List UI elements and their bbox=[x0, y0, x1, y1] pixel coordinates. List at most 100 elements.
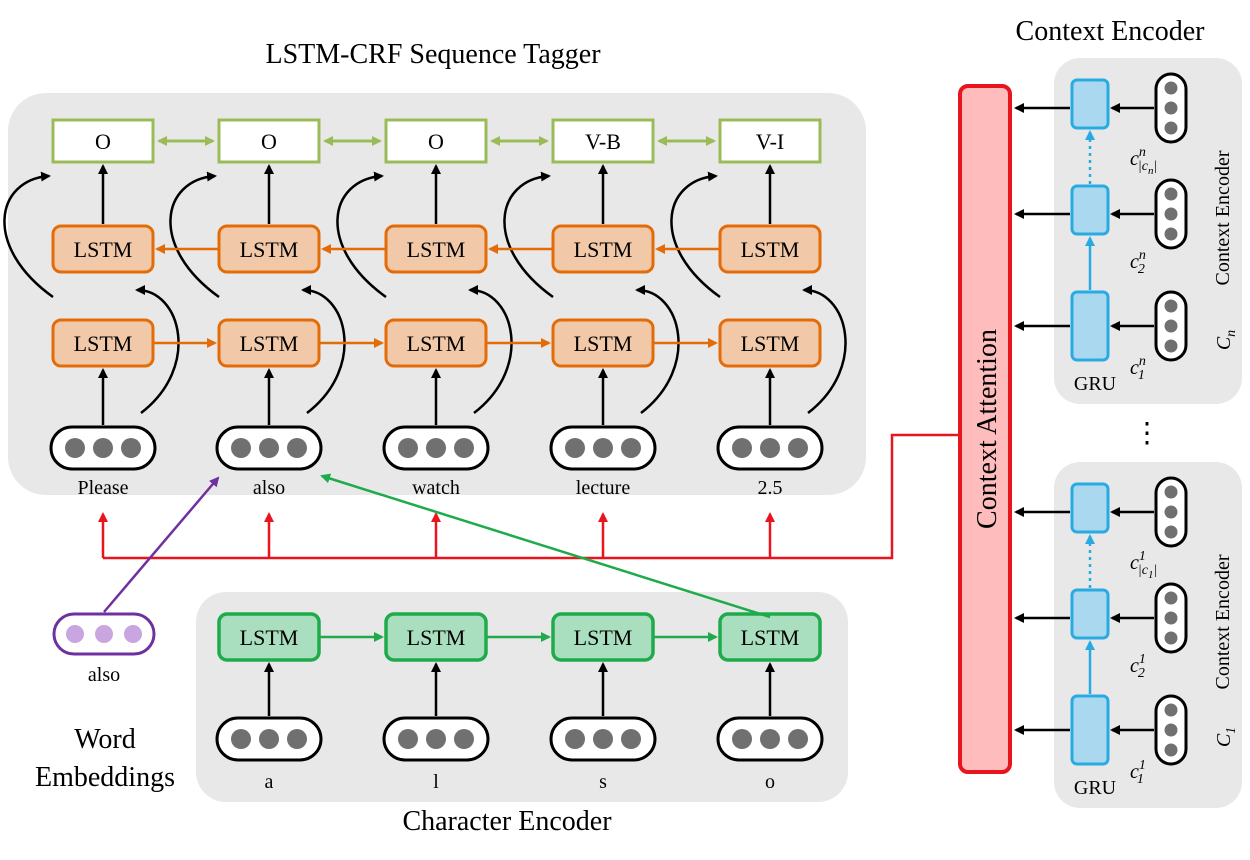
context-vector-dot bbox=[1164, 81, 1178, 95]
skip-arrow-forward bbox=[635, 285, 680, 414]
word-vector-dot bbox=[93, 438, 113, 458]
skip-arrow-forward bbox=[301, 285, 346, 414]
character-encoder-title: Character Encoder bbox=[402, 806, 612, 837]
context-vector-dot bbox=[1164, 703, 1178, 717]
skip-arrow-forward bbox=[468, 285, 513, 414]
word-vector-dot bbox=[760, 438, 780, 458]
char-lstm-cell bbox=[718, 612, 822, 662]
word-vector-dot bbox=[259, 438, 279, 458]
word-vector-dot bbox=[398, 438, 418, 458]
char-vector-dot bbox=[426, 729, 446, 749]
word-embedding-dot bbox=[124, 625, 142, 643]
svg-text:C1: C1 bbox=[1213, 727, 1239, 747]
group-label-cn: Cn bbox=[1213, 330, 1239, 350]
character: o bbox=[765, 771, 775, 793]
context-vector-dot bbox=[1164, 591, 1178, 605]
crf-tag-label: V-B bbox=[585, 129, 621, 154]
input-word: Please bbox=[77, 477, 128, 499]
char-vector-dot bbox=[788, 729, 808, 749]
gru-cell bbox=[1070, 482, 1110, 534]
tagger-panel bbox=[8, 93, 866, 495]
word-embeddings-title-line2: Embeddings bbox=[35, 762, 175, 793]
word-vector-dot bbox=[426, 438, 446, 458]
ellipsis-vertical: ⋮ bbox=[1133, 418, 1161, 449]
context-vector-dot bbox=[1164, 207, 1178, 221]
backward-lstm-label: LSTM bbox=[574, 237, 633, 262]
gru-label: GRU bbox=[1074, 777, 1117, 799]
tagger-layer: OLSTMLSTMPleaseOLSTMLSTMalsoOLSTMLSTMwat… bbox=[3, 118, 847, 558]
forward-lstm-label: LSTM bbox=[741, 331, 800, 356]
word-vector-dot bbox=[287, 438, 307, 458]
char-vector-dot bbox=[231, 729, 251, 749]
skip-arrow-forward bbox=[802, 285, 847, 414]
context-vector-dot bbox=[1164, 631, 1178, 645]
crf-tag-box bbox=[217, 118, 321, 164]
crf-tag-label: O bbox=[261, 129, 277, 154]
word-vector-dot bbox=[593, 438, 613, 458]
char-vector-dot bbox=[593, 729, 613, 749]
skip-arrow-forward bbox=[135, 285, 180, 414]
context-vector-dot bbox=[1164, 611, 1178, 625]
crf-tag-box bbox=[551, 118, 655, 164]
input-word: 2.5 bbox=[758, 477, 783, 499]
char-vector-dot bbox=[398, 729, 418, 749]
backward-lstm-label: LSTM bbox=[74, 237, 133, 262]
character: s bbox=[599, 771, 607, 793]
char-vector-dot bbox=[565, 729, 585, 749]
skip-arrow-backward bbox=[336, 171, 387, 299]
context-vector-dot bbox=[1164, 227, 1178, 241]
crf-tag-box bbox=[51, 118, 155, 164]
context-encoder-title: Context Encoder bbox=[1016, 16, 1206, 47]
context-vector-dot bbox=[1164, 187, 1178, 201]
char-lstm-label: LSTM bbox=[240, 625, 299, 650]
word-vector-dot bbox=[65, 438, 85, 458]
word-embeddings-title-line1: Word bbox=[74, 724, 136, 755]
context-vector-dot bbox=[1164, 319, 1178, 333]
forward-lstm-label: LSTM bbox=[574, 331, 633, 356]
character-encoder-panel bbox=[196, 592, 848, 802]
word-embedding-arrow bbox=[103, 476, 220, 613]
context-attention-box bbox=[958, 84, 1012, 774]
skip-arrow-backward bbox=[3, 171, 54, 299]
word-vector-dot bbox=[788, 438, 808, 458]
char-lstm-label: LSTM bbox=[741, 625, 800, 650]
context-utterance-label: cn|cn| bbox=[1130, 145, 1157, 177]
char-vector-dot bbox=[760, 729, 780, 749]
forward-lstm-label: LSTM bbox=[407, 331, 466, 356]
word-vector-dot bbox=[565, 438, 585, 458]
crf-tag-label: O bbox=[428, 129, 444, 154]
crf-tag-label: O bbox=[95, 129, 111, 154]
input-word: lecture bbox=[576, 477, 631, 499]
forward-lstm-label: LSTM bbox=[74, 331, 133, 356]
gru-cell bbox=[1070, 588, 1110, 640]
char-encoder-arrow bbox=[320, 473, 771, 619]
word-vector-dot bbox=[732, 438, 752, 458]
context-vector-dot bbox=[1164, 505, 1178, 519]
attention-to-words-line bbox=[103, 433, 960, 560]
context-encoder-n-side-label: Context Encoder bbox=[1212, 150, 1234, 285]
tagger-title: LSTM-CRF Sequence Tagger bbox=[265, 39, 601, 70]
word-vector-dot bbox=[231, 438, 251, 458]
crf-tag-box bbox=[384, 118, 488, 164]
crf-tag-box bbox=[718, 118, 822, 164]
char-lstm-label: LSTM bbox=[574, 625, 633, 650]
skip-arrow-backward bbox=[503, 171, 554, 299]
backward-lstm-cell bbox=[51, 224, 155, 274]
char-vector-dot bbox=[287, 729, 307, 749]
character: a bbox=[265, 771, 274, 793]
gru-cell bbox=[1070, 184, 1110, 236]
context-vector-dot bbox=[1164, 101, 1178, 115]
forward-lstm-label: LSTM bbox=[240, 331, 299, 356]
crf-tag-label: V-I bbox=[756, 129, 785, 154]
gru-cell bbox=[1070, 290, 1110, 362]
char-vector-dot bbox=[621, 729, 641, 749]
context-vector-dot bbox=[1164, 299, 1178, 313]
context-attention-label: Context Attention bbox=[972, 329, 1003, 529]
skip-arrow-backward bbox=[670, 171, 721, 299]
svg-text:Cn: Cn bbox=[1213, 330, 1239, 350]
gru-cell bbox=[1070, 694, 1110, 766]
